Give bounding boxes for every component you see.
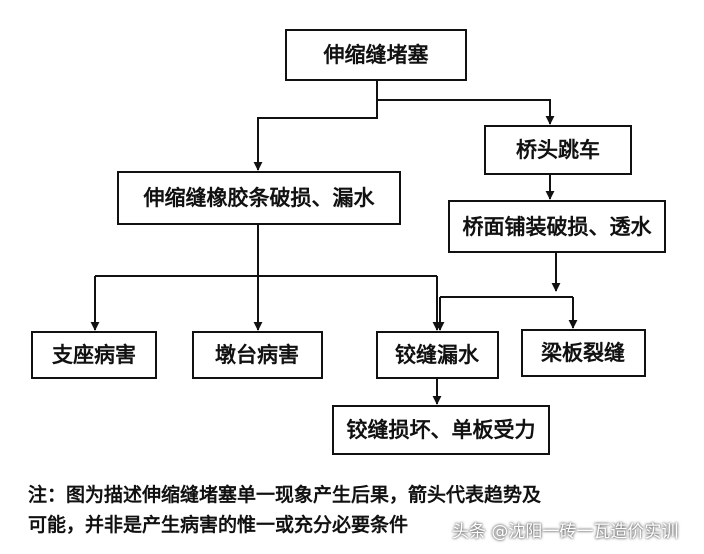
node-label-root: 伸缩缝堵塞 — [323, 43, 430, 67]
watermark: 头条 @沈阳一砖一瓦造价实训 — [452, 522, 679, 542]
footnote-line-2: 可能，并非是产生病害的惟一或充分必要条件 — [28, 514, 409, 536]
footnote-line-1: 注：图为描述伸缩缝堵塞单一现象产生后果，箭头代表趋势及 — [28, 484, 542, 506]
node-box — [332, 405, 550, 455]
node-label-abutment: 墩台病害 — [215, 343, 299, 367]
node-box — [117, 171, 401, 225]
node-beam-crack: 梁板裂缝 — [521, 329, 646, 377]
node-label-hinge-leak: 铰缝漏水 — [395, 343, 480, 367]
node-label-bearing: 支座病害 — [52, 343, 136, 367]
footnote: 注：图为描述伸缩缝堵塞单一现象产生后果，箭头代表趋势及 可能，并非是产生病害的惟… — [28, 480, 688, 540]
node-label-deck-pavement: 桥面铺装破损、透水 — [463, 215, 653, 239]
node-deck-pavement: 桥面铺装破损、透水 — [448, 200, 666, 253]
node-box — [521, 329, 646, 377]
node-label-beam-crack: 梁板裂缝 — [540, 341, 625, 365]
node-bearing: 支座病害 — [31, 331, 157, 379]
connectors — [90, 80, 578, 405]
node-box — [448, 200, 666, 253]
node-bridge-jump: 桥头跳车 — [484, 125, 632, 175]
node-hinge-leak: 铰缝漏水 — [376, 331, 499, 379]
node-box — [285, 29, 467, 81]
node-label-hinge-damage: 铰缝损坏、单板受力 — [347, 418, 536, 442]
node-rubber-strip: 伸缩缝橡胶条破损、漏水 — [117, 171, 401, 225]
node-label-rubber-strip: 伸缩缝橡胶条破损、漏水 — [143, 186, 376, 210]
node-abutment: 墩台病害 — [192, 331, 323, 379]
node-root: 伸缩缝堵塞 — [285, 29, 467, 81]
arrow-root-to-bridge-jump — [377, 99, 555, 125]
node-label-bridge-jump: 桥头跳车 — [516, 138, 600, 162]
node-box — [376, 331, 499, 379]
node-box — [484, 125, 632, 175]
node-box — [31, 331, 157, 379]
arrow-root-to-rubber-strip — [253, 80, 378, 171]
node-hinge-damage: 铰缝损坏、单板受力 — [332, 405, 550, 455]
node-box — [192, 331, 323, 379]
